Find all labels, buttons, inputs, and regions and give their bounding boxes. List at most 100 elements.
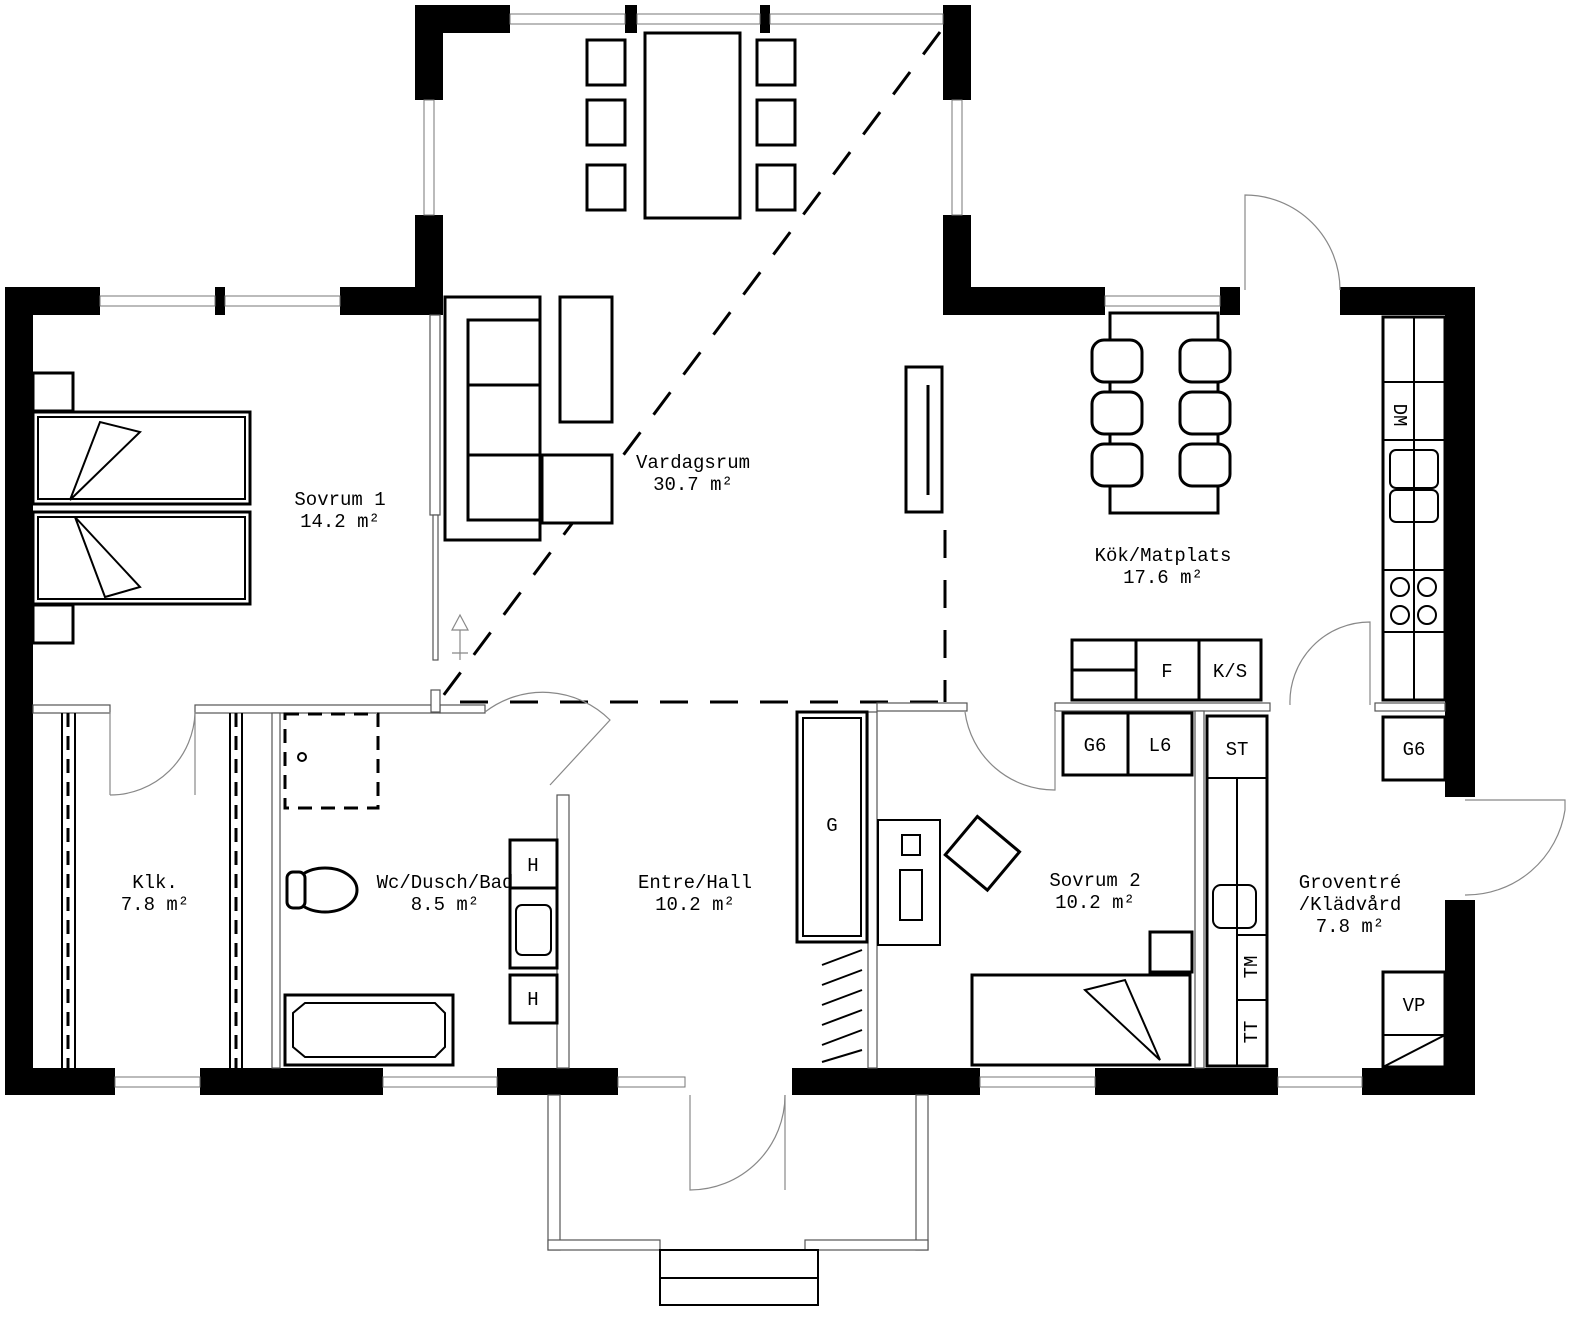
hall-bath-furniture: G H H — [283, 710, 869, 1067]
bed-mattress — [37, 516, 246, 600]
bed-cover-fold — [1082, 978, 1161, 1061]
shower-area — [283, 712, 380, 810]
door-back-entrance[interactable] — [1464, 799, 1566, 896]
doors — [109, 194, 1566, 1191]
bedroom1-furniture — [31, 371, 252, 645]
room-area-sovrum2: 10.2 m² — [1055, 892, 1135, 914]
interior-wall — [430, 689, 441, 713]
kitchen-chair — [1090, 442, 1144, 488]
kitchen-chair — [1090, 390, 1144, 436]
room-name-sovrum2: Sovrum 2 — [1049, 870, 1140, 892]
wall — [415, 215, 443, 315]
dining-table — [643, 31, 742, 220]
outer-walls — [5, 5, 1475, 1095]
window — [1104, 295, 1221, 307]
kitchen-furniture: DM F K/S G6 — [1070, 311, 1447, 782]
room-name-klk: Klk. — [132, 872, 178, 894]
sofa-cushion — [466, 383, 542, 457]
diagonal-zone-line — [438, 31, 942, 701]
wall-east — [1445, 900, 1475, 1095]
hob — [1390, 605, 1410, 625]
room-area-vardagsrum: 30.7 m² — [653, 474, 733, 496]
porch-rail — [804, 1239, 929, 1251]
cabinet-l6 — [1126, 711, 1194, 777]
wardrobe-label: G — [826, 815, 837, 837]
st-label: ST — [1226, 739, 1249, 761]
window — [114, 1076, 201, 1088]
room-name-vardagsrum: Vardagsrum — [636, 452, 750, 474]
kitchen-chair — [1178, 338, 1232, 384]
interior-wall — [271, 712, 281, 1069]
bathtub — [283, 993, 455, 1067]
desk-item — [901, 834, 921, 856]
dishwasher-label: DM — [1388, 404, 1410, 427]
door-front-entrance[interactable] — [689, 1094, 786, 1191]
hob — [1417, 605, 1437, 625]
window — [636, 13, 761, 25]
nightstand — [31, 603, 75, 645]
wall — [1220, 287, 1240, 315]
nightstand — [31, 371, 75, 413]
porch-rail — [547, 1239, 661, 1251]
room-name-groventre: Groventré — [1299, 872, 1402, 894]
sofa-chaise — [540, 453, 614, 525]
cabinet-h — [508, 973, 559, 1025]
cabinet-g6 — [1381, 715, 1447, 782]
bed-cover-fold — [69, 420, 142, 501]
wardrobe — [795, 710, 869, 944]
hob — [1390, 577, 1410, 597]
wall-pier — [215, 287, 225, 315]
desk — [877, 819, 941, 946]
fridge-freezer — [1197, 638, 1263, 702]
washer-label: TM — [1241, 956, 1263, 979]
living-furniture — [443, 31, 944, 542]
tv-unit — [904, 365, 944, 514]
door-bedroom2[interactable] — [964, 711, 1056, 791]
door-closet[interactable] — [109, 711, 196, 796]
g6-label: G6 — [1084, 735, 1107, 757]
room-name-kladvard: /Klädvård — [1299, 894, 1402, 916]
room-area-hall: 10.2 m² — [655, 894, 735, 916]
interior-wall — [1374, 702, 1446, 712]
door-bathroom[interactable] — [484, 691, 611, 786]
utility-sink — [1212, 884, 1257, 929]
window — [224, 295, 341, 307]
h-label: H — [527, 855, 538, 877]
wall-pier — [760, 5, 770, 33]
fridge-freezer-label: K/S — [1213, 661, 1247, 683]
cabinet-h — [508, 838, 559, 890]
interior-wall — [32, 704, 111, 714]
sliding-door[interactable] — [432, 514, 439, 661]
wall-south — [792, 1068, 980, 1095]
bed-mattress — [37, 416, 246, 500]
window — [617, 1076, 686, 1088]
wall — [415, 5, 510, 33]
dining-chair — [755, 163, 797, 212]
room-area-klk: 7.8 m² — [121, 894, 189, 916]
dining-chair — [755, 98, 797, 147]
room-name-hall: Entre/Hall — [638, 872, 752, 894]
windows — [99, 13, 1363, 1088]
interior-wall — [556, 794, 570, 1069]
porch-rail — [547, 1094, 561, 1251]
room-name-sovrum1: Sovrum 1 — [294, 489, 385, 511]
kitchen-chair — [1178, 442, 1232, 488]
h-label: H — [527, 989, 538, 1011]
dining-chair — [585, 163, 627, 212]
sliding-door[interactable] — [429, 314, 441, 516]
basin-bowl — [515, 904, 552, 956]
desk-chair — [943, 814, 1022, 893]
door-groventre[interactable] — [1289, 621, 1371, 706]
room-area-kok: 17.6 m² — [1123, 567, 1203, 589]
window — [979, 1076, 1096, 1088]
arrow-up-icon — [451, 613, 469, 660]
l6-label: L6 — [1149, 735, 1172, 757]
bed — [970, 973, 1192, 1067]
sofa-cushion — [466, 453, 542, 522]
window — [382, 1076, 498, 1088]
door-kitchen-exterior[interactable] — [1244, 194, 1341, 291]
nightstand — [1148, 930, 1194, 974]
interior-wall — [439, 704, 486, 714]
porch-rail — [915, 1094, 929, 1251]
